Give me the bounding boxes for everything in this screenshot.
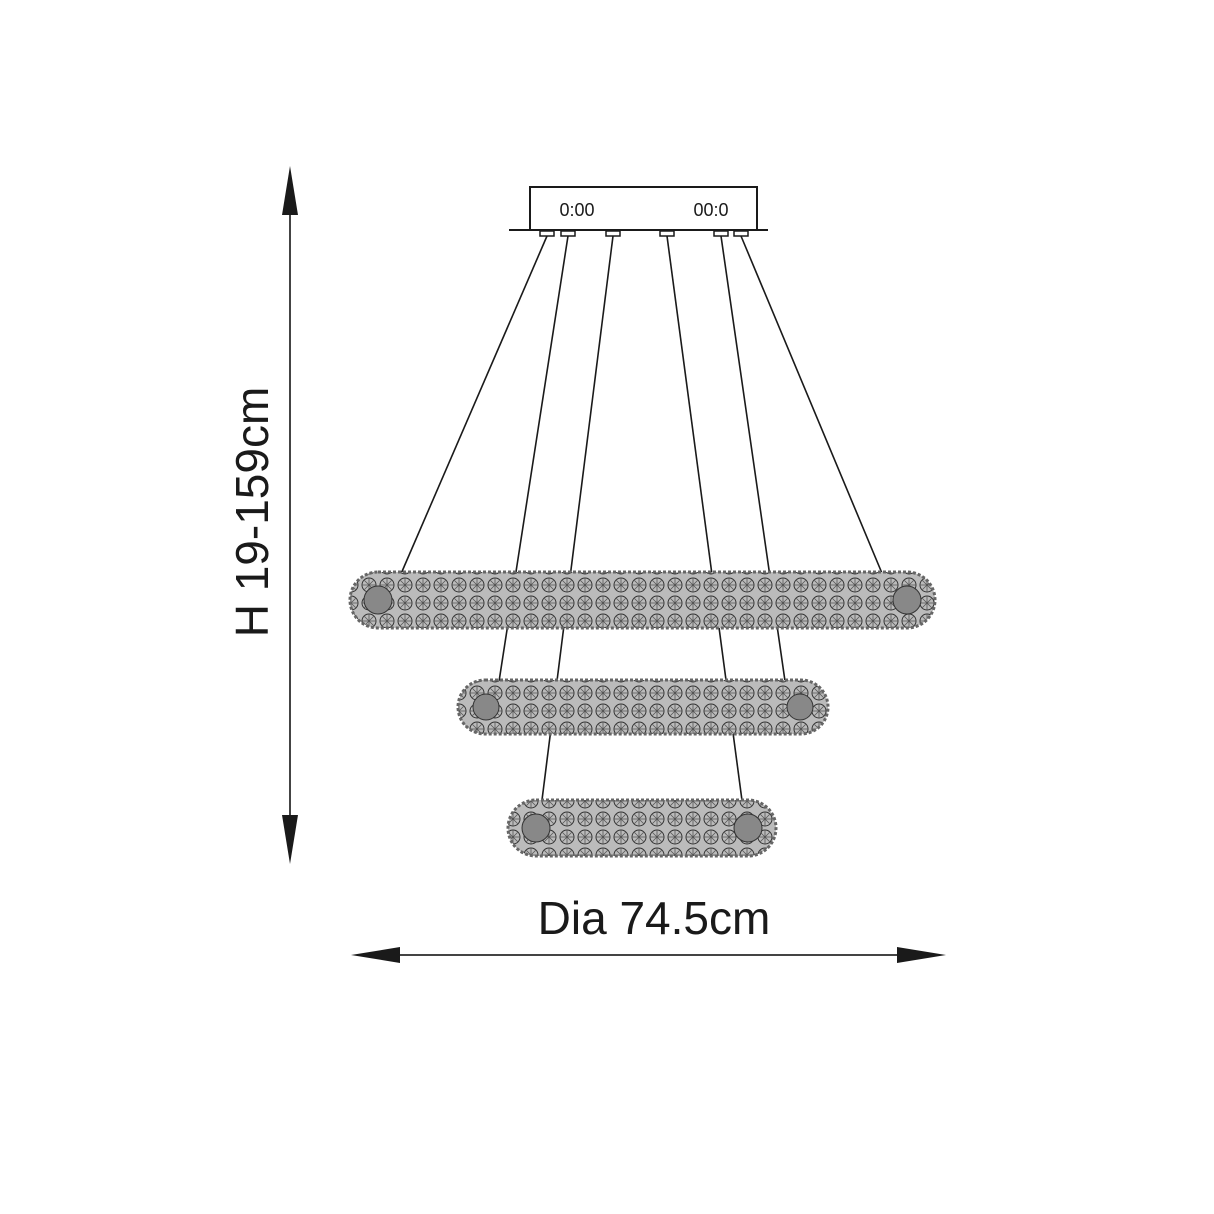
- ring-tier-3: [506, 798, 778, 858]
- svg-text:00:0: 00:0: [693, 200, 728, 220]
- width-dimension-arrow: [351, 947, 946, 963]
- svg-text:0:00: 0:00: [559, 200, 594, 220]
- ceiling-canopy: 0:00 00:0: [509, 186, 768, 237]
- height-dimension-arrow: [282, 166, 298, 864]
- height-label: H 19-159cm: [226, 386, 278, 638]
- diameter-label: Dia 74.5cm: [537, 892, 771, 944]
- ring-tier-1: [348, 570, 937, 630]
- ring-tier-2: [456, 678, 830, 736]
